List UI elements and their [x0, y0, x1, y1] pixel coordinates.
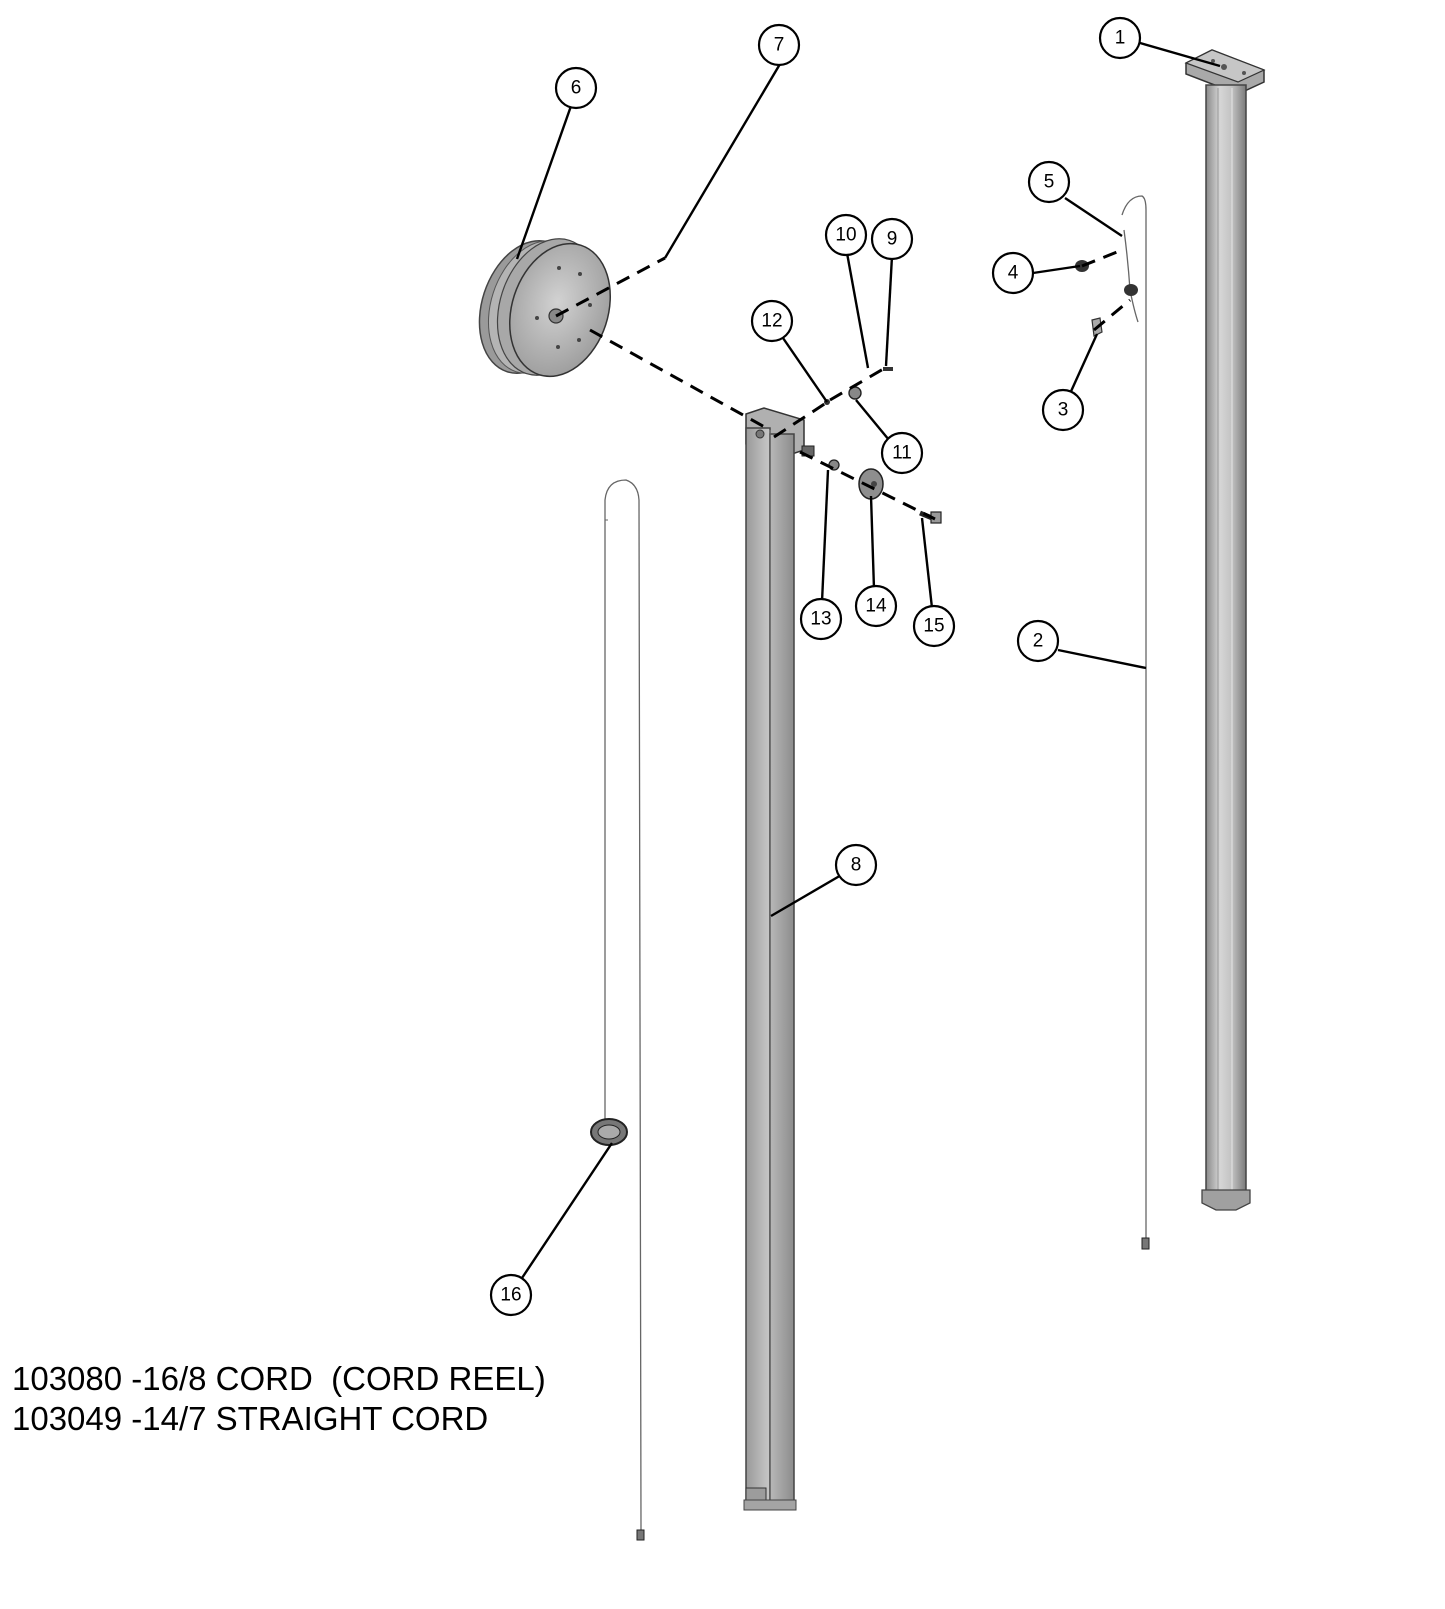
callout-7: 7	[757, 23, 801, 67]
straight-cord-2	[1121, 195, 1150, 1250]
callout-6-label: 6	[571, 78, 582, 99]
callout-12: 12	[750, 299, 794, 343]
callout-16-label: 16	[500, 1285, 521, 1306]
square-pole-left-face	[745, 427, 771, 1507]
callout-14: 14	[854, 584, 898, 628]
cord-grip-5	[1124, 284, 1138, 296]
callout-11-label: 11	[892, 443, 912, 464]
leader-lines	[515, 41, 1221, 1279]
callout-2-label: 2	[1033, 631, 1044, 652]
callout-3: 3	[1041, 388, 1085, 432]
callout-11: 11	[880, 431, 924, 475]
callout-10: 10	[824, 213, 868, 257]
coiled-cord-16	[590, 479, 645, 1541]
callout-1: 1	[1098, 16, 1142, 60]
callout-9-label: 9	[887, 229, 898, 250]
round-pole	[1184, 49, 1266, 1211]
callout-15: 15	[912, 604, 956, 648]
cord-reel	[478, 238, 612, 378]
callout-7-label: 7	[774, 35, 785, 56]
callout-1-label: 1	[1115, 28, 1126, 49]
callout-12-label: 12	[761, 311, 782, 332]
callout-16: 16	[489, 1273, 533, 1317]
callout-4-label: 4	[1008, 263, 1019, 284]
square-pole	[743, 407, 815, 1511]
callout-13: 13	[799, 597, 843, 641]
assembly-lines	[555, 248, 1131, 521]
callout-13-label: 13	[810, 609, 831, 630]
cord-note-line-1: 103080 -16/8 CORD (CORD REEL)	[12, 1360, 546, 1397]
cord-note-line-2: 103049 -14/7 STRAIGHT CORD	[12, 1400, 489, 1437]
callout-9: 9	[870, 217, 914, 261]
callout-5: 5	[1027, 160, 1071, 204]
callout-14-label: 14	[865, 596, 887, 617]
hardware	[824, 260, 1138, 524]
callout-3-label: 3	[1058, 400, 1069, 421]
callout-5-label: 5	[1044, 172, 1055, 193]
callout-15-label: 15	[923, 616, 944, 637]
callout-8-label: 8	[851, 855, 862, 876]
screw-9	[883, 367, 893, 371]
callouts: 1 2 3 4 5 6 7 8 9 10 11 12 13 14 15 16	[489, 16, 1142, 1317]
callout-10-label: 10	[835, 225, 856, 246]
square-pole-right-face	[769, 433, 795, 1507]
callout-8: 8	[834, 843, 878, 887]
callout-4: 4	[991, 251, 1035, 295]
round-pole-tube	[1205, 84, 1247, 1196]
callout-2: 2	[1016, 619, 1060, 663]
callout-6: 6	[554, 66, 598, 110]
